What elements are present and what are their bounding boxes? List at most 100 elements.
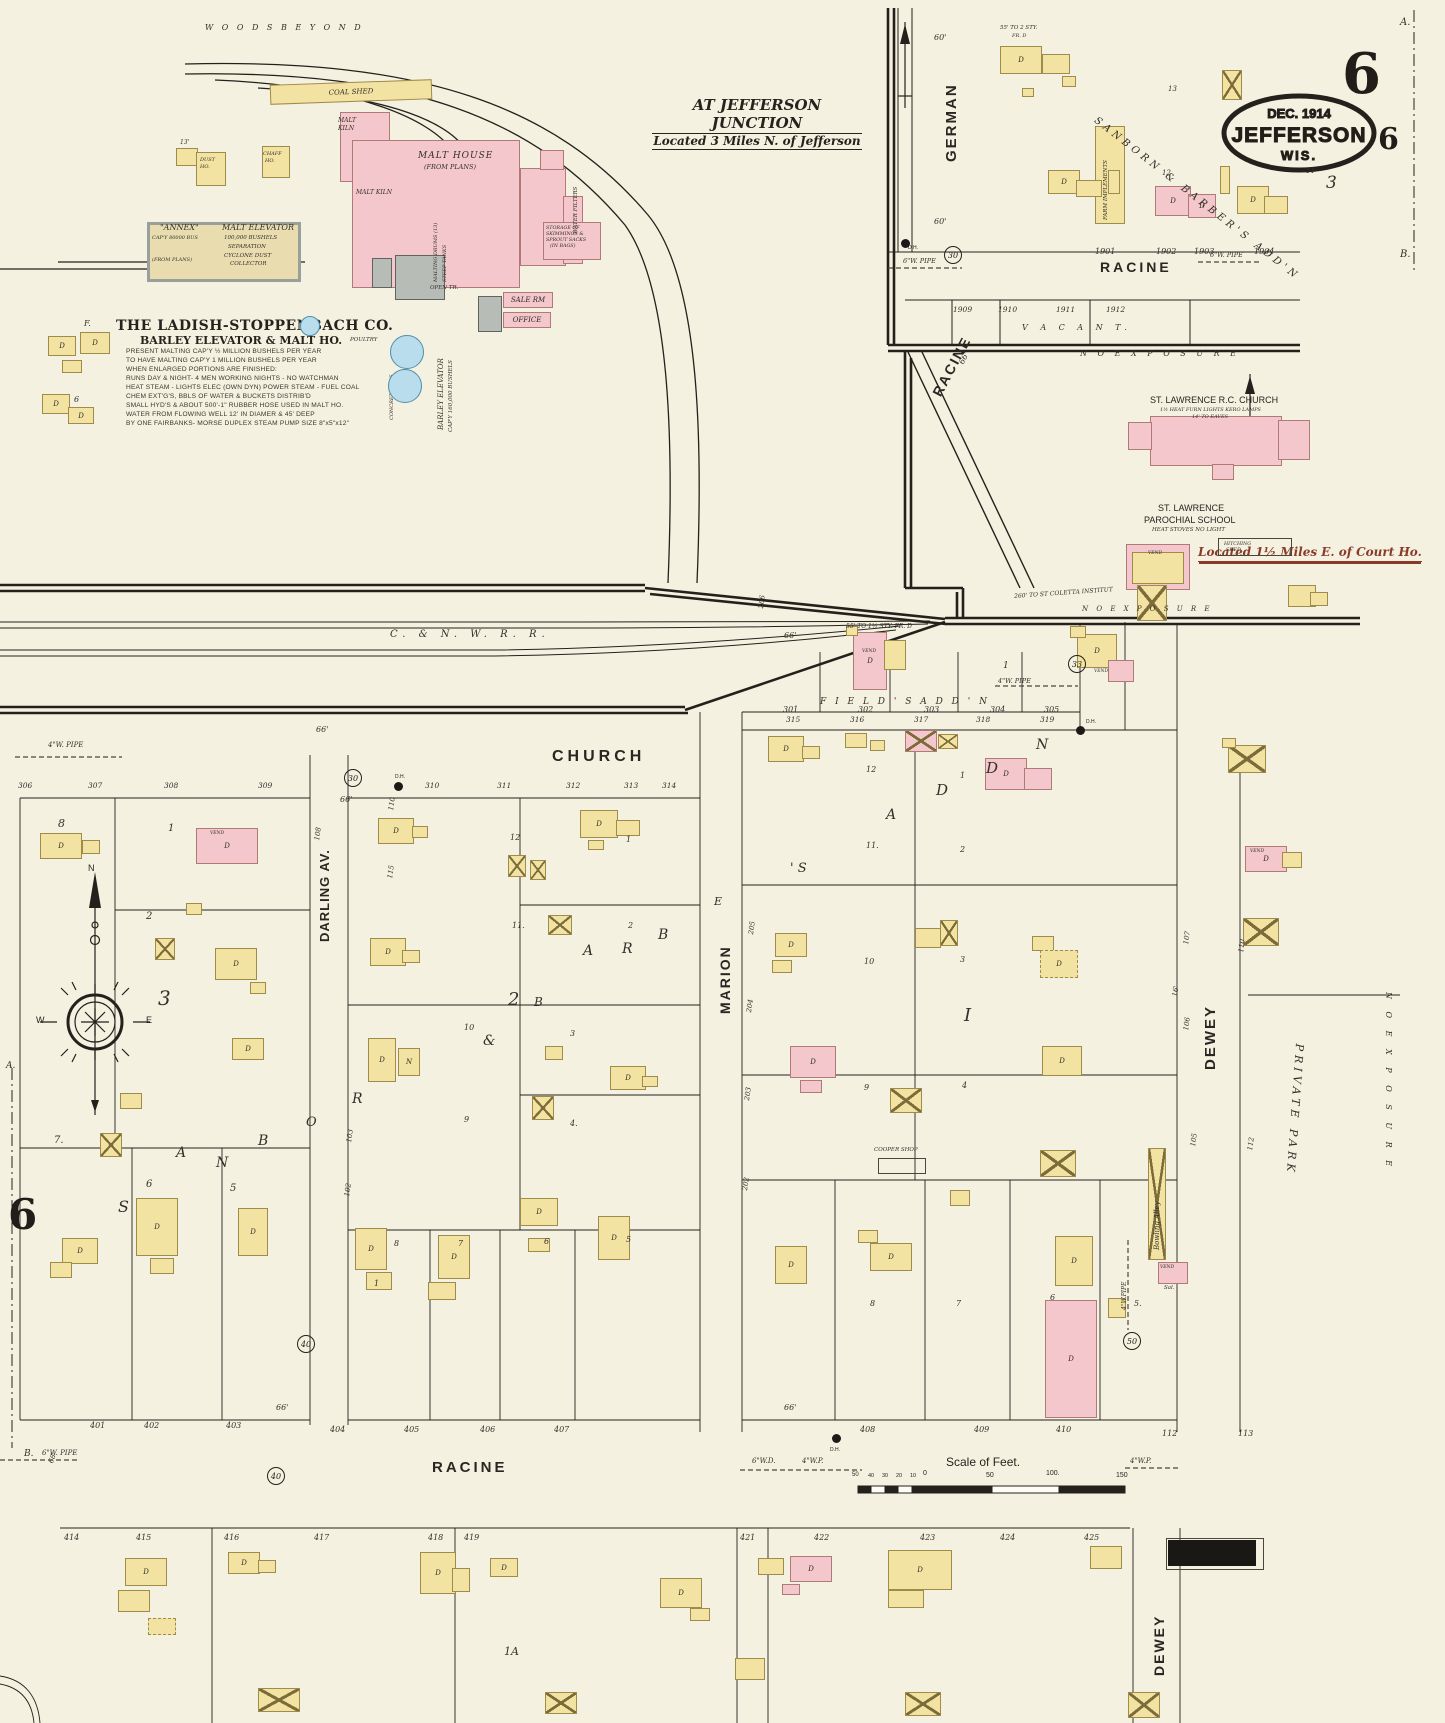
map-label: N xyxy=(1036,737,1049,753)
building xyxy=(1128,1692,1160,1718)
building-label: D xyxy=(241,1559,247,1567)
map-label: 13 xyxy=(1168,85,1177,93)
map-label: 5 xyxy=(230,1183,237,1194)
building-label: D xyxy=(1250,196,1256,204)
office: OFFICE xyxy=(503,312,551,328)
building-label: SALE RM xyxy=(510,296,546,304)
building: D xyxy=(775,1246,807,1284)
building xyxy=(690,1608,710,1621)
map-label: 310 xyxy=(425,781,440,790)
map-label: Bowling Alley xyxy=(1153,1201,1161,1250)
map-label: E xyxy=(714,895,723,908)
map-label: 100. xyxy=(1046,1470,1060,1477)
stamp-city: JEFFERSON xyxy=(1231,124,1366,147)
map-label: 307 xyxy=(88,781,103,790)
building xyxy=(870,740,885,751)
chaff-house xyxy=(262,146,290,178)
map-label: FR. D xyxy=(1012,33,1027,39)
note-line: AT JEFFERSON JUNCTION xyxy=(652,96,862,134)
map-label: SHED xyxy=(1226,548,1241,553)
building: D xyxy=(1048,170,1080,194)
map-label: 4"W. PIPE xyxy=(48,741,84,749)
map-label: N O E X P O S U R E xyxy=(1384,992,1393,1172)
building-label: D xyxy=(867,657,873,665)
building xyxy=(772,960,792,973)
building: D xyxy=(1188,194,1216,218)
building xyxy=(846,626,858,636)
building: D xyxy=(232,1038,264,1060)
building: D xyxy=(598,1216,630,1260)
building xyxy=(915,928,941,948)
building: D xyxy=(215,948,257,980)
map-label: ST. LAWRENCE R.C. CHURCH xyxy=(1150,395,1279,405)
building: D xyxy=(1237,186,1269,214)
building xyxy=(452,1568,470,1592)
building xyxy=(905,730,937,752)
map-label: 2 xyxy=(960,845,966,854)
building-label: D xyxy=(435,1569,441,1577)
map-label: 4"W.P. xyxy=(1130,1457,1152,1465)
dust-house xyxy=(196,152,226,186)
map-label: I xyxy=(964,1005,972,1026)
building xyxy=(890,1088,922,1113)
building xyxy=(888,1590,924,1608)
map-label: 103 xyxy=(345,1128,355,1143)
building xyxy=(478,296,502,332)
building-label: D xyxy=(1094,647,1100,655)
map-label: V A C A N T. xyxy=(1022,323,1132,332)
map-label: A xyxy=(886,807,897,823)
map-label: 50 xyxy=(986,1472,994,1479)
map-label: (FROM PLANS) xyxy=(152,257,193,263)
map-label: B xyxy=(534,995,543,1009)
map-label: 305 xyxy=(1044,705,1060,714)
map-label: SEPARATION xyxy=(228,244,266,250)
building-label: D xyxy=(625,1074,631,1082)
building-label: D xyxy=(1199,202,1205,210)
building-label: D xyxy=(59,342,65,350)
map-label: 7. xyxy=(54,1135,64,1146)
addition-block-number: 3 xyxy=(1326,173,1337,193)
note-line: Located 3 Miles N. of Jefferson xyxy=(652,134,862,150)
map-label: 3 xyxy=(570,1029,576,1038)
building xyxy=(545,1046,563,1060)
map-label: 105 xyxy=(1189,1132,1199,1147)
building xyxy=(1132,552,1184,584)
building: D xyxy=(1245,846,1287,872)
building xyxy=(50,1262,72,1278)
circled-reference: 30 xyxy=(944,246,962,264)
building: D xyxy=(1040,950,1078,978)
map-label: 66' xyxy=(316,725,329,734)
map-label: 1902 xyxy=(1156,247,1177,256)
ladish-title: THE LADISH-STOPPENBACH CO. xyxy=(116,318,394,334)
map-label: 416 xyxy=(224,1533,240,1542)
map-label: 110 xyxy=(1237,938,1247,953)
map-label: 14' TO EAVES xyxy=(1192,414,1229,420)
map-label: 206 xyxy=(757,594,767,609)
map-label: 404 xyxy=(330,1425,346,1434)
map-label: 313 xyxy=(624,781,639,790)
map-label: D.H. xyxy=(395,774,405,780)
map-label: 112 xyxy=(1162,1429,1178,1438)
map-label: 2 xyxy=(146,911,153,922)
map-label: 10 xyxy=(464,1023,475,1032)
map-label: 306 xyxy=(18,781,33,790)
note-line: WHEN ENLARGED PORTIONS ARE FINISHED: xyxy=(126,366,278,373)
building: D xyxy=(790,1556,832,1582)
map-label: 7 xyxy=(458,1239,464,1248)
building xyxy=(1222,738,1236,748)
map-label: STEEP TANKS xyxy=(442,244,448,282)
building xyxy=(858,1230,878,1243)
map-label: VEND xyxy=(862,649,877,654)
building-label: D xyxy=(451,1253,457,1261)
corner-mark-b: B. xyxy=(1400,249,1411,260)
note-line: RUNS DAY & NIGHT- 4 MEN WORKING NIGHTS -… xyxy=(126,375,339,382)
building xyxy=(800,1080,822,1093)
building: D xyxy=(40,833,82,859)
map-label: 8 xyxy=(58,817,65,830)
map-label: 6"W.D. xyxy=(752,1457,776,1465)
map-label: 60' xyxy=(934,33,947,42)
map-label: 3 xyxy=(158,986,171,1010)
note-line: CHEM EXT'G'S, BBLS OF WATER & BUCKETS DI… xyxy=(126,393,312,400)
map-label: VEND xyxy=(1094,669,1109,674)
